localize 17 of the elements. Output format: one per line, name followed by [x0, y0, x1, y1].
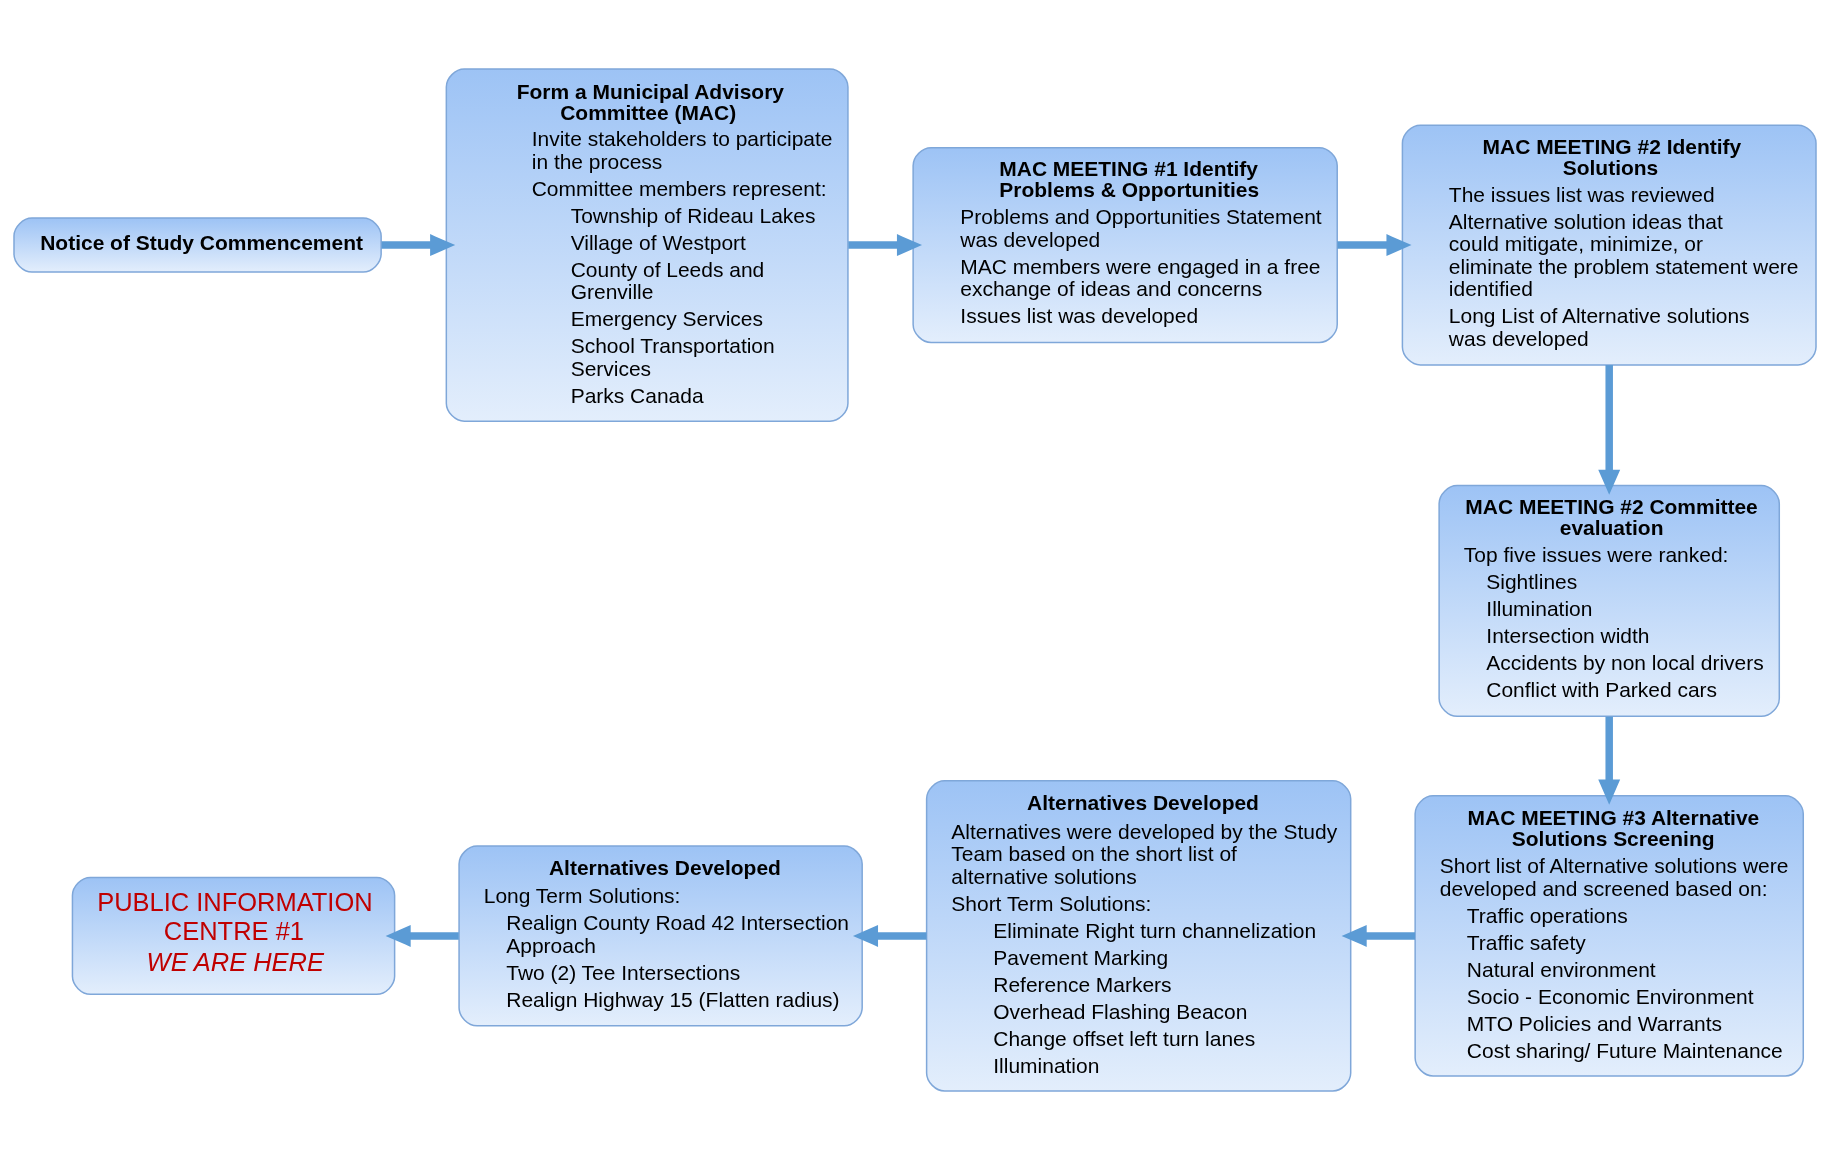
node-box: PUBLIC INFORMATION CENTRE #1 WE ARE HERE [71, 876, 396, 995]
node-box: MAC MEETING #2 Committee evaluation Top five issues were ranked: Sightlines Illumination Intersection width Accidents by non local drivers Conflict with Parked cars [1438, 484, 1781, 717]
arrow [1341, 924, 1415, 947]
node-box: Form a Municipal Advisory Committee (MAC) Invite stakeholders to participate in the process Committee members represent: Township of Rideau Lakes Village of Westport County of Leeds and Grenville Emergency Services School Transportation Services Parks Canada [445, 67, 849, 422]
arrow [1598, 716, 1621, 805]
arrow [848, 233, 923, 256]
node-box: MAC MEETING #2 Identify Solutions The issues list was reviewed Alternative solution ideas that could mitigate, minimize, or eliminate the problem statement were identified Long List of Alternative solutions was developed [1401, 123, 1817, 366]
arrow [1598, 364, 1621, 495]
node-box: MAC MEETING #3 Alternative Solutions Screening Short list of Alternative solutions were developed and screened based on: Traffic operations Traffic safety Natural environment Socio - Economic Environment MTO Policies and Warrants Cost sharing/ Future Maintenance [1414, 794, 1804, 1077]
node-box: Alternatives Developed Long Term Solutions: Realign County Road 42 Intersection Approach Two (2) Tee Intersections Realign Highway 15 (Flatten radius) [458, 844, 863, 1027]
node-box: MAC MEETING #1 Identify Problems & Opportunities Problems and Opportunities Statement was developed MAC members were engaged in a free exchange of ideas and concerns Issues list was developed [912, 146, 1338, 343]
arrow [385, 924, 459, 947]
node-box: Alternatives Developed Alternatives were developed by the Study Team based on the short list of alternative solutions Short Term Solutions: Eliminate Right turn channelization Pavement Marking Reference Markers Overhead Flashing Beacon Change offset left turn lanes Illumination [925, 779, 1352, 1092]
arrow [381, 233, 456, 256]
arrow [852, 924, 927, 947]
arrow [1337, 233, 1412, 256]
node-box: Notice of Study Commencement [13, 216, 382, 273]
